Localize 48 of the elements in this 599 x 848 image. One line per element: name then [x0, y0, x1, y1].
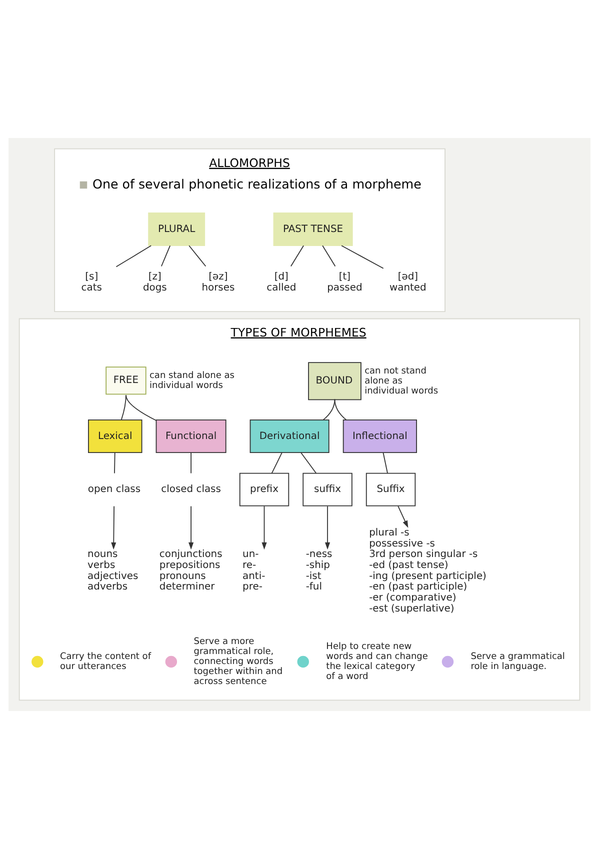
node-text: conjunctions prepositions pronouns determiner [159, 548, 222, 592]
connector [322, 244, 336, 266]
node-box: Lexical [88, 419, 142, 452]
arrow [262, 505, 267, 550]
legend-label: Serve a grammatical role in language. [470, 652, 565, 672]
legend-label: Carry the content of our utterances [60, 652, 152, 672]
connector [300, 452, 317, 474]
node-text: nouns verbs adjectives adverbs [88, 548, 138, 592]
node-text: [t] passed [327, 271, 362, 294]
connector [114, 452, 116, 474]
node-text: [əd] wanted [390, 271, 426, 294]
connector [382, 452, 388, 474]
node-box: PAST TENSE [273, 212, 353, 246]
node-text: open class [88, 484, 141, 495]
node-text: [d] called [266, 271, 296, 294]
node-box: Functional [156, 419, 226, 452]
node-box: suffix [302, 472, 352, 506]
node-box: PLURAL [148, 212, 206, 246]
arrow [188, 505, 194, 550]
connector [322, 398, 336, 420]
connector [160, 244, 171, 266]
arrow [398, 505, 408, 528]
node-box: prefix [239, 472, 290, 506]
node-text: -ness -ship -ist -ful [306, 548, 332, 592]
node-label: can stand alone as individual words [149, 370, 234, 390]
node-text: [əz] horses [202, 271, 235, 294]
legend-label: Help to create new words and can change the lexical category of a word [326, 642, 428, 682]
node-label: can not stand alone as individual words [364, 366, 438, 396]
legend-label: Serve a more grammatical role, connecting words together within and across sentence [194, 636, 283, 686]
connector [290, 244, 304, 266]
arrow [324, 505, 330, 550]
connector [120, 394, 126, 420]
connector [271, 452, 282, 474]
node-text: [z] dogs [142, 271, 167, 294]
node-text: un- re- anti- pre- [242, 548, 266, 592]
node-text: plural -s possessive -s 3rd person singular -s -ed (past tense) -ing (present participle) -en (past participle) -er (comparative) -est (superlative) [369, 526, 486, 614]
connector [341, 244, 384, 268]
connector [190, 452, 192, 474]
connector [126, 394, 157, 420]
node-box: Derivational [250, 419, 330, 452]
node-box: Suffix [366, 472, 416, 506]
node-box: Inflectional [342, 419, 417, 452]
arrow [111, 505, 116, 550]
connector [334, 398, 347, 420]
connector [188, 244, 206, 266]
connector [116, 244, 152, 267]
node-text: [s] cats [81, 271, 102, 294]
node-text: closed class [161, 484, 221, 495]
